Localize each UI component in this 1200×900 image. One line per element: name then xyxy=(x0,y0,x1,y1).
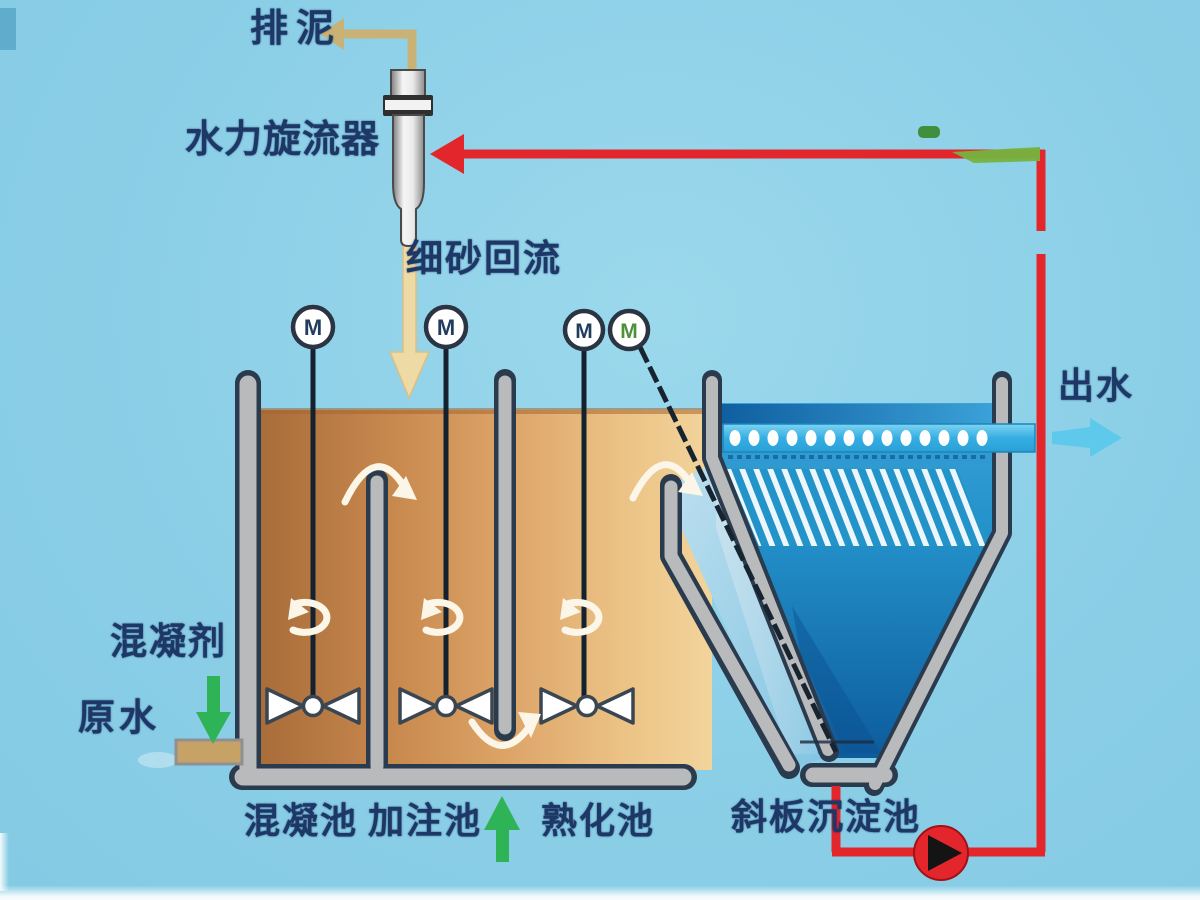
underflow-arrow xyxy=(468,718,535,749)
motors: M M M M xyxy=(290,304,651,352)
recycle-up-arrow xyxy=(484,796,520,862)
sand-return-arrow xyxy=(388,242,431,400)
pump xyxy=(913,825,969,881)
impeller-tank1 xyxy=(265,687,361,725)
label-effluent: 出水 xyxy=(1058,366,1135,406)
impeller-tank3 xyxy=(539,687,635,725)
label-coagulation-tank: 混凝池 xyxy=(244,801,359,841)
label-raw-water: 原水 xyxy=(78,698,160,739)
motor-4: M xyxy=(607,308,651,352)
impellers xyxy=(265,687,635,725)
green-artifact xyxy=(952,147,1040,163)
label-injection-tank: 加注池 xyxy=(368,801,483,841)
mixer-shafts xyxy=(310,347,587,699)
pump-rotor-icon xyxy=(928,835,962,871)
settler-surface-band xyxy=(714,404,992,425)
label-hydrocyclone: 水力旋流器 xyxy=(185,119,381,161)
label-sand-return: 细砂回流 xyxy=(406,239,562,280)
motor-1: M xyxy=(290,304,336,350)
motor-3: M xyxy=(562,308,606,352)
overflow-arrow-1 xyxy=(341,463,410,506)
rotation-arrow-tank3 xyxy=(561,598,603,636)
label-maturation-tank: 熟化池 xyxy=(541,801,656,841)
label-sludge-discharge: 排泥 xyxy=(250,8,343,50)
effluent-arrow xyxy=(1052,418,1122,457)
photo-left-border xyxy=(0,833,9,891)
basin-water-surface xyxy=(258,408,712,414)
inlet-splash xyxy=(138,752,178,768)
flow-arrows xyxy=(289,461,696,749)
effluent-launder xyxy=(722,423,1036,459)
recirculation-arrowhead xyxy=(430,134,464,174)
recirculation-loop xyxy=(430,126,1046,881)
label-coagulant: 混凝剂 xyxy=(110,622,227,663)
corner-artifact xyxy=(0,8,16,50)
motor-4-label: M xyxy=(620,320,638,343)
rotation-arrow-tank2 xyxy=(422,598,464,636)
weir-wall xyxy=(664,480,796,772)
raw-water-inlet-pipe xyxy=(174,738,244,766)
rotation-arrow-tank1 xyxy=(289,598,331,636)
overflow-arrow-2 xyxy=(629,461,696,502)
coagulant-arrow xyxy=(196,676,231,744)
green-artifact-blob xyxy=(918,126,940,138)
flow-arrowheads xyxy=(288,472,703,738)
sludge-arrowhead xyxy=(320,18,344,50)
motor-3-label: M xyxy=(575,320,593,343)
motor-1-label: M xyxy=(304,315,322,340)
label-lamella-settler: 斜板沉淀池 xyxy=(731,797,922,837)
hydrocyclone xyxy=(383,69,433,248)
photo-bottom-border xyxy=(0,886,1200,900)
motor-2-label: M xyxy=(437,315,455,340)
inclined-plates xyxy=(727,469,989,546)
impeller-tank2 xyxy=(398,687,494,725)
scraper-shaft xyxy=(637,345,839,754)
sludge-pipe xyxy=(342,29,417,76)
motor-2: M xyxy=(423,304,469,350)
